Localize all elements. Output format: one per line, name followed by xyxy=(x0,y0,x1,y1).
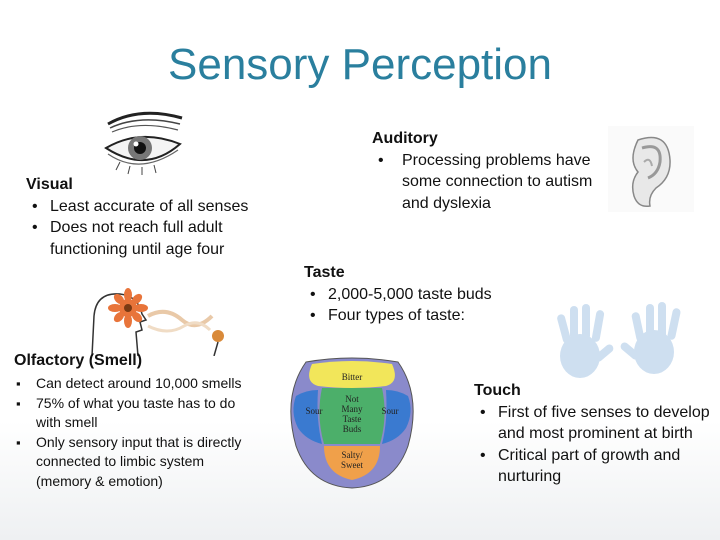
smelling-flower-icon xyxy=(86,286,232,356)
handprints-icon xyxy=(538,296,698,392)
ear-icon xyxy=(608,126,694,212)
visual-heading: Visual xyxy=(26,176,73,193)
visual-item: Does not reach full adult functioning un… xyxy=(26,217,262,260)
taste-list: 2,000-5,000 taste buds Four types of tas… xyxy=(304,284,524,327)
tongue-map-icon: Bitter Sour Sour Not Many Taste Buds Sal… xyxy=(276,356,428,490)
olfactory-list-block: Can detect around 10,000 smells 75% of w… xyxy=(14,374,254,491)
taste-heading: Taste xyxy=(304,264,345,281)
auditory-heading: Auditory xyxy=(372,130,438,147)
tongue-label-center: Taste xyxy=(343,414,362,424)
visual-section: Visual Least accurate of all senses Does… xyxy=(26,174,262,260)
eye-icon xyxy=(100,104,186,180)
tongue-label-center: Not xyxy=(345,394,359,404)
olfactory-item: Only sensory input that is directly conn… xyxy=(14,433,254,492)
auditory-item-text: Processing problems have some connection… xyxy=(402,151,593,212)
touch-heading: Touch xyxy=(474,382,521,399)
visual-item: Least accurate of all senses xyxy=(26,196,262,218)
olfactory-list: Can detect around 10,000 smells 75% of w… xyxy=(14,374,254,491)
tongue-label-bitter: Bitter xyxy=(342,372,363,382)
touch-item: Critical part of growth and nurturing xyxy=(474,445,710,488)
olfactory-heading: Olfactory (Smell) xyxy=(14,352,143,369)
tongue-label-sweet: Sweet xyxy=(341,460,363,470)
auditory-list: Processing problems have some connection… xyxy=(372,150,608,215)
touch-list: First of five senses to develop and most… xyxy=(474,402,710,488)
tongue-label-center: Many xyxy=(342,404,363,414)
slide-title: Sensory Perception xyxy=(168,40,552,89)
tongue-label-center: Buds xyxy=(343,424,362,434)
visual-list: Least accurate of all senses Does not re… xyxy=(26,196,262,261)
taste-section: Taste 2,000-5,000 taste buds Four types … xyxy=(304,262,524,327)
auditory-item: Processing problems have some connection… xyxy=(372,150,608,215)
tongue-label-sour-right: Sour xyxy=(381,406,398,416)
taste-item: 2,000-5,000 taste buds xyxy=(304,284,524,306)
olfactory-item: Can detect around 10,000 smells xyxy=(14,374,254,394)
olfactory-item: 75% of what you taste has to do with sme… xyxy=(14,394,254,433)
olfactory-section: Olfactory (Smell) xyxy=(14,350,254,372)
touch-section: Touch First of five senses to develop an… xyxy=(474,380,710,488)
tongue-label-salty: Salty/ xyxy=(341,450,363,460)
tongue-label-sour-left: Sour xyxy=(305,406,322,416)
touch-item: First of five senses to develop and most… xyxy=(474,402,710,445)
auditory-section: Auditory Processing problems have some c… xyxy=(372,128,608,214)
taste-item: Four types of taste: xyxy=(304,305,524,327)
